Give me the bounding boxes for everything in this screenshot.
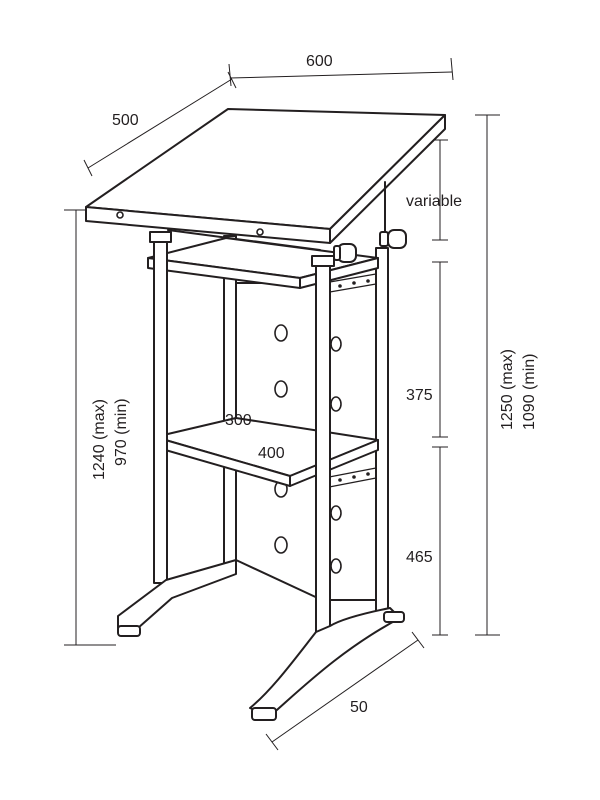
front-legs	[149, 231, 335, 641]
top-width-label: 600	[306, 53, 333, 70]
lower-gap-label: 465	[406, 549, 433, 566]
base-label: 50	[350, 699, 368, 716]
shelf-width-label: 400	[258, 445, 285, 462]
tilt-label: variable	[406, 193, 462, 210]
overall-min-label: 970 (min)	[113, 398, 130, 466]
right-min-label: 1090 (min)	[521, 354, 538, 430]
right-max-label: 1250 (max)	[499, 349, 516, 430]
base-feet	[117, 559, 405, 721]
adjustment-knobs	[333, 229, 407, 263]
desk-top	[85, 108, 446, 251]
top-depth-label: 500	[112, 112, 139, 129]
dimension-lines	[64, 57, 500, 751]
overall-max-label: 1240 (max)	[91, 399, 108, 480]
shelf-depth-label: 300	[225, 412, 252, 429]
upper-gap-label: 375	[406, 387, 433, 404]
dimension-labels: 600 500 variable 375 465 300 400 50 1240…	[91, 53, 538, 716]
